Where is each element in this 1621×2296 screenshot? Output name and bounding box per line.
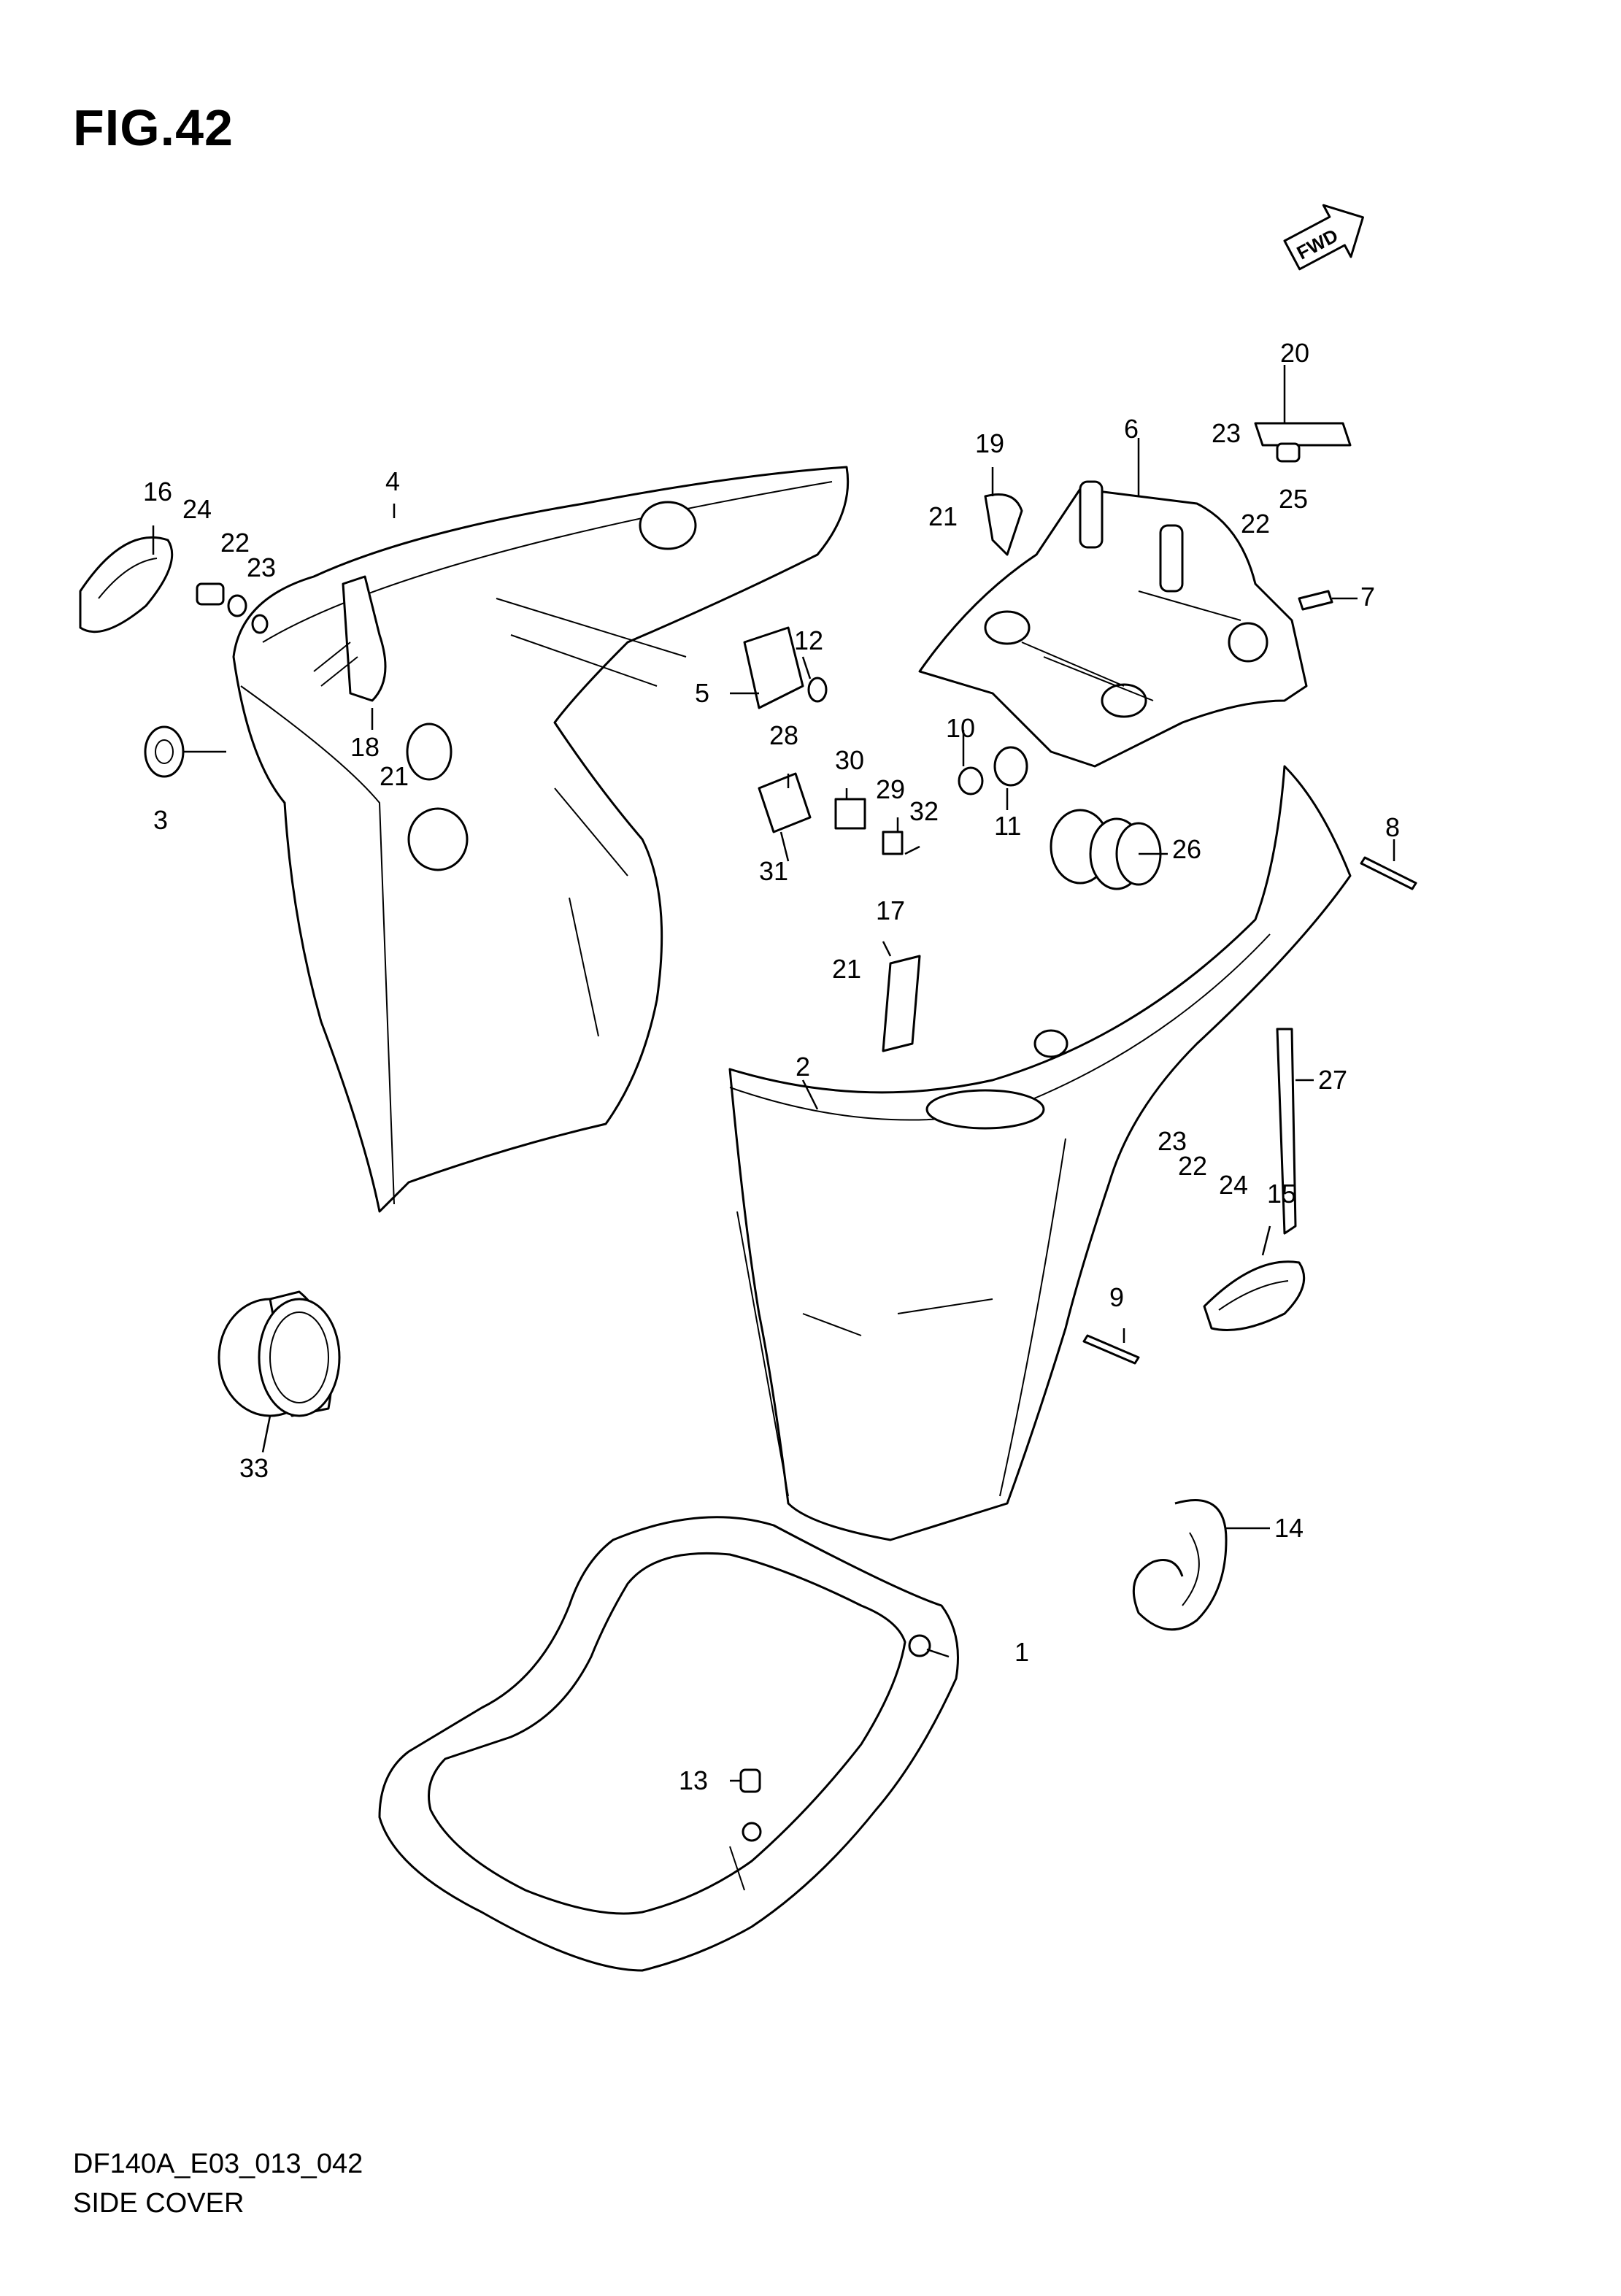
callout-22-top: 22 — [1241, 509, 1270, 539]
callout-28: 28 — [769, 720, 798, 750]
callout-10: 10 — [946, 713, 975, 743]
part-1-gasket-frame — [378, 1516, 959, 1972]
callout-7: 7 — [1360, 582, 1375, 612]
part-2-right-side-cover — [728, 765, 1352, 1541]
drawing-code: DF140A_E03_013_042 — [73, 2149, 363, 2179]
callout-23-left: 23 — [247, 552, 276, 582]
part-11-grommet — [993, 746, 1028, 787]
part-9-bolt — [1082, 1334, 1140, 1365]
part-23-ring — [251, 614, 269, 634]
callout-11: 11 — [994, 811, 1021, 841]
part-33-sleeve — [217, 1290, 341, 1417]
callout-32: 32 — [909, 796, 939, 826]
part-7-bolt — [1298, 590, 1333, 611]
part-3-grommet — [144, 725, 185, 778]
callout-4: 4 — [385, 466, 400, 496]
part-6-center-bracket — [918, 480, 1308, 768]
part-26-grommet — [1050, 809, 1162, 890]
callout-24-left: 24 — [182, 494, 212, 524]
callout-29: 29 — [876, 774, 905, 804]
part-29-block — [882, 831, 904, 855]
part-10-washer — [958, 766, 984, 795]
part-13-screw — [739, 1768, 761, 1793]
figure-caption: SIDE COVER — [73, 2188, 245, 2219]
callout-21-middle: 21 — [832, 954, 861, 984]
part-24-collar — [196, 582, 225, 606]
callout-21-left: 21 — [380, 761, 409, 791]
callout-15: 15 — [1267, 1179, 1296, 1209]
part-5-bracket — [743, 626, 804, 709]
part-30-block — [834, 798, 866, 830]
callout-20: 20 — [1280, 338, 1309, 368]
callout-labels: 1 2 3 4 5 6 7 8 9 10 11 12 13 14 15 16 1… — [143, 338, 1400, 1795]
callout-5: 5 — [695, 678, 709, 708]
part-22-washer — [227, 594, 247, 617]
figure-title: FIG.42 — [73, 99, 234, 156]
callout-12: 12 — [794, 625, 823, 655]
part-28-bracket — [758, 772, 812, 833]
callout-23-right: 23 — [1158, 1126, 1187, 1156]
callout-23-top: 23 — [1212, 418, 1241, 448]
part-27-tie — [1276, 1028, 1297, 1235]
callout-16: 16 — [143, 477, 172, 506]
callout-26: 26 — [1172, 834, 1201, 864]
callout-21-top: 21 — [928, 501, 958, 531]
part-14-clip — [1132, 1499, 1228, 1631]
part-19-bracket — [984, 493, 1023, 556]
callout-8: 8 — [1385, 812, 1400, 842]
callout-31: 31 — [759, 856, 788, 886]
part-25-collar — [1276, 442, 1301, 463]
part-8-bolt — [1360, 856, 1417, 890]
fwd-arrow-icon: FWD — [1283, 204, 1364, 271]
leader-lines — [152, 365, 1395, 1782]
part-16-handle — [79, 536, 174, 633]
part-12-clip — [807, 677, 828, 703]
callout-17: 17 — [876, 895, 905, 925]
callout-27: 27 — [1318, 1065, 1347, 1095]
callout-30: 30 — [835, 745, 864, 775]
callout-2: 2 — [796, 1052, 810, 1082]
callout-22-right: 22 — [1178, 1151, 1207, 1181]
callout-13: 13 — [679, 1765, 708, 1795]
callout-19: 19 — [975, 428, 1004, 458]
part-15-handle — [1203, 1260, 1306, 1331]
part-17-bracket — [882, 955, 921, 1052]
callout-25: 25 — [1279, 484, 1308, 514]
callout-33: 33 — [239, 1453, 269, 1483]
callout-9: 9 — [1109, 1282, 1124, 1312]
callout-18: 18 — [350, 732, 380, 762]
part-20-plate — [1254, 422, 1352, 447]
callout-6: 6 — [1124, 414, 1139, 444]
callout-3: 3 — [153, 805, 168, 835]
part-4-left-side-cover — [232, 466, 850, 1213]
callout-22-left: 22 — [220, 528, 250, 558]
callout-14: 14 — [1274, 1513, 1304, 1543]
callout-24-right: 24 — [1219, 1170, 1248, 1200]
callout-1: 1 — [1014, 1637, 1029, 1667]
